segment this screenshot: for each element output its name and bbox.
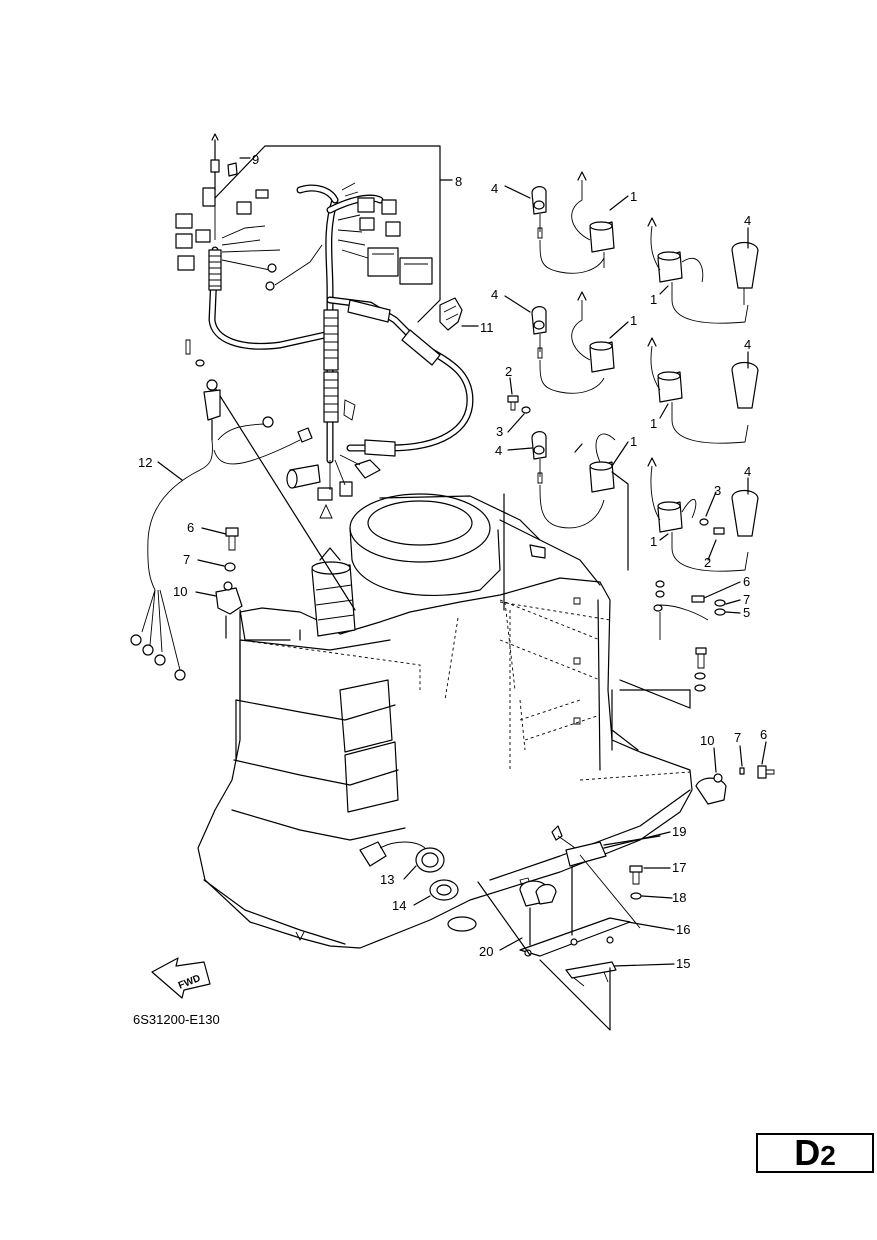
- callout-13: 13: [380, 872, 394, 887]
- callout-leaders: [157, 185, 767, 967]
- bolts-washers: [185, 339, 775, 900]
- ignition-coils: [503, 171, 759, 751]
- clamp-10-left: [215, 581, 243, 639]
- callout-14: 14: [392, 898, 406, 913]
- callout-1-e: 1: [630, 434, 637, 449]
- wire-harness: [175, 133, 474, 519]
- callout-6-a: 6: [187, 520, 194, 535]
- callout-4-c: 4: [491, 287, 498, 302]
- callout-numbers: 9 8 4 1 4 1 4 1 11 4 2 1 3 1 4 12 4 3 6 …: [138, 152, 767, 971]
- callout-7-b: 7: [743, 592, 750, 607]
- callout-1-f: 1: [650, 534, 657, 549]
- callout-15: 15: [676, 956, 690, 971]
- callout-4-d: 4: [744, 337, 751, 352]
- callout-19: 19: [672, 824, 686, 839]
- callout-16: 16: [676, 922, 690, 937]
- callout-3-a: 3: [496, 424, 503, 439]
- callout-1-a: 1: [630, 189, 637, 204]
- sensor-harness-12: [130, 379, 313, 681]
- callout-4-e: 4: [495, 443, 502, 458]
- callout-11: 11: [480, 320, 494, 335]
- callout-10-b: 10: [700, 733, 714, 748]
- fwd-arrow: FWD: [151, 957, 211, 999]
- callout-17: 17: [672, 860, 686, 875]
- callout-3-b: 3: [714, 483, 721, 498]
- callout-10-a: 10: [173, 584, 187, 599]
- engine-housing: [197, 493, 693, 949]
- callout-8: 8: [455, 174, 462, 189]
- callout-6-c: 6: [760, 727, 767, 742]
- callout-20: 20: [479, 944, 493, 959]
- callout-18: 18: [672, 890, 686, 905]
- bracket-assembly: [477, 825, 661, 1031]
- callout-7-a: 7: [183, 552, 190, 567]
- callout-1-d: 1: [650, 416, 657, 431]
- callout-4-f: 4: [744, 464, 751, 479]
- callout-1-b: 1: [650, 292, 657, 307]
- diagram-code: 6S31200-E130: [133, 1012, 220, 1027]
- clamp-10-right: [695, 773, 727, 805]
- clip-11: [439, 297, 479, 331]
- page-badge-number: 2: [820, 1140, 836, 1171]
- callout-9: 9: [252, 152, 259, 167]
- callout-4-b: 4: [744, 213, 751, 228]
- corrugated-tube: [208, 249, 441, 457]
- callout-12: 12: [138, 455, 152, 470]
- callout-6-b: 6: [743, 574, 750, 589]
- page-badge-letter: D: [794, 1132, 821, 1173]
- callout-5: 5: [743, 605, 750, 620]
- grommet-13-14: [359, 841, 459, 906]
- callout-7-c: 7: [734, 730, 741, 745]
- dashed-leader-lines: [239, 599, 691, 781]
- callout-4-a: 4: [491, 181, 498, 196]
- callout-2-a: 2: [505, 364, 512, 379]
- actuator-unit: [209, 379, 356, 641]
- callout-2-b: 2: [704, 555, 711, 570]
- callout-1-c: 1: [630, 313, 637, 328]
- page-badge: D 2: [756, 1133, 874, 1173]
